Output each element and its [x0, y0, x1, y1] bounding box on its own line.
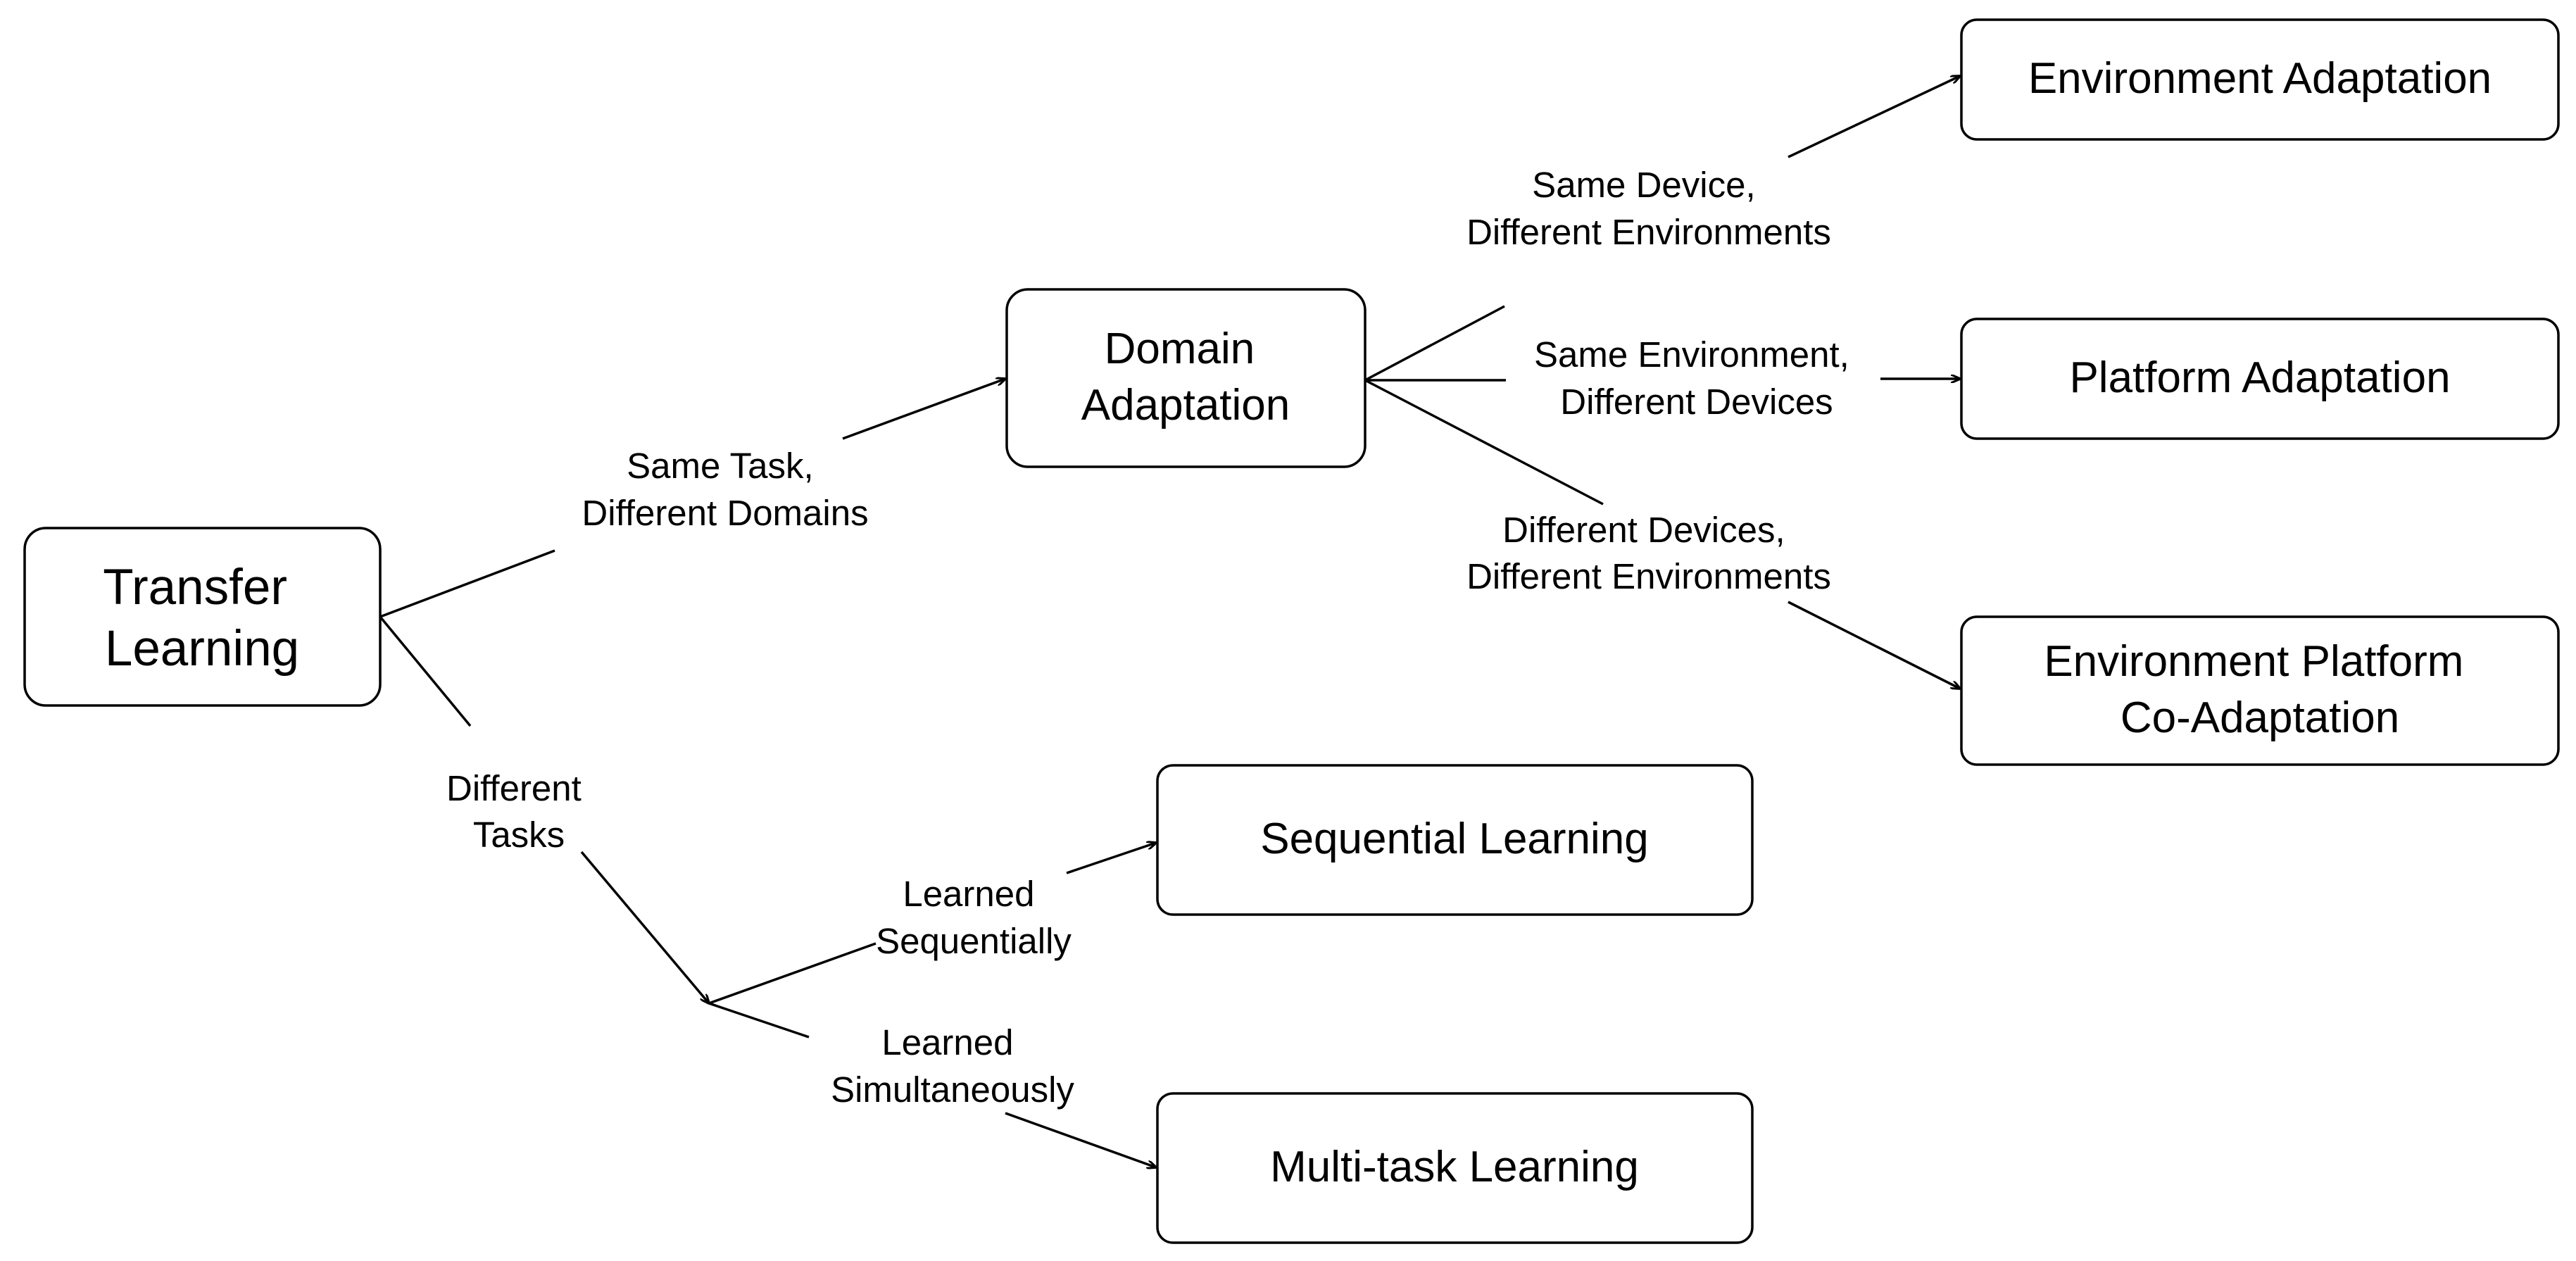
edge-label-same-task-different-domains: Same Task, Different Domains — [582, 446, 868, 533]
edge-transfer-to-tasks-junction — [379, 615, 709, 1003]
edge-label-different-tasks: Different Tasks — [446, 768, 591, 855]
node-multitask-learning: Multi-task Learning — [1156, 1092, 1754, 1244]
edge-label-different-devices-different-environments: Different Devices, Different Environment… — [1466, 510, 1831, 596]
node-environment-platform-coadaptation: Environment Platform Co-Adaptation — [1960, 615, 2560, 766]
svg-text:Domain Adaptation: Domain Adaptation — [1081, 325, 1290, 429]
node-transfer-learning: Transfer Learning — [23, 527, 382, 707]
edge-label-learned-simultaneously: Learned Simultaneously — [831, 1022, 1074, 1110]
edge-transfer-to-domain — [379, 379, 1005, 618]
edge-label-learned-sequentially: Learned Sequentially — [876, 874, 1072, 961]
svg-text:Platform Adaptation: Platform Adaptation — [2069, 353, 2450, 402]
edge-domain-to-platform-adaptation — [1365, 379, 1960, 380]
svg-text:Environment Platform Co-: Environment Platform Co-Adaptation — [2044, 637, 2475, 742]
edge-label-same-device-different-environments: Same Device, Different Environments — [1466, 165, 1831, 252]
edge-junction-to-sequential-learning — [708, 843, 1156, 1005]
node-sequential-learning: Sequential Learning — [1156, 764, 1754, 916]
node-environment-adaptation: Environment Adaptation — [1960, 18, 2560, 141]
edge-domain-to-coadaptation — [1364, 379, 1960, 689]
edge-label-same-environment-different-devices: Same Environment, Different Devices — [1534, 334, 1859, 422]
svg-text:Transfer Learning: Transfer Learning — [103, 560, 301, 677]
edge-junction-to-multitask-learning — [708, 1002, 1156, 1167]
svg-text:Environment Adaptation: Environment Adaptation — [2028, 54, 2492, 103]
node-platform-adaptation: Platform Adaptation — [1960, 318, 2560, 440]
svg-text:Sequential Learning: Sequential Learning — [1260, 815, 1649, 863]
node-domain-adaptation: Domain Adaptation — [1005, 288, 1366, 468]
svg-text:Multi-task Learning: Multi-task Learning — [1270, 1143, 1639, 1191]
edge-domain-to-environment-adaptation — [1364, 76, 1960, 382]
